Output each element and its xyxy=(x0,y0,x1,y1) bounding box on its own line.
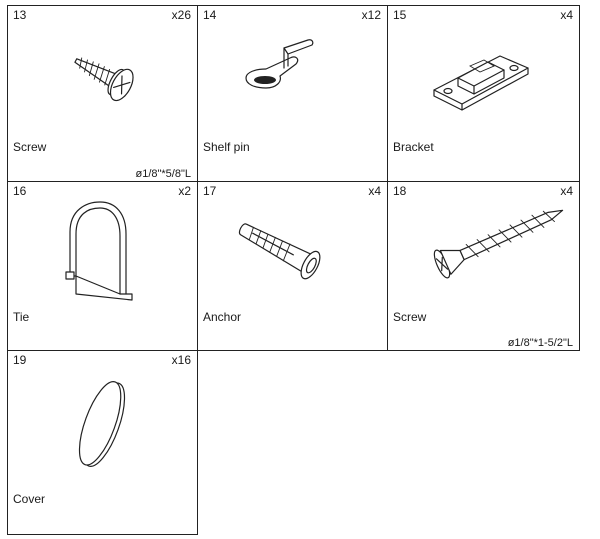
part-cell-14: 14 x12 Shelf pin xyxy=(197,5,388,182)
part-quantity: x4 xyxy=(368,184,381,198)
small-screw-icon xyxy=(74,57,134,102)
part-size: ø1/8"*5/8"L xyxy=(135,168,191,180)
cable-tie-icon xyxy=(65,201,133,301)
part-quantity: x4 xyxy=(560,8,573,22)
part-cell-13: 13 x26 Screw ø1/8"*5/8"L xyxy=(7,5,198,182)
part-quantity: x12 xyxy=(361,8,381,22)
part-quantity: x16 xyxy=(171,353,191,367)
part-number: 13 xyxy=(13,8,27,22)
part-number: 14 xyxy=(203,8,217,22)
part-name: Anchor xyxy=(203,310,242,324)
part-name: Cover xyxy=(13,492,46,506)
part-number: 17 xyxy=(203,184,217,198)
part-number: 18 xyxy=(393,184,407,198)
part-cell-19: 19 x16 Cover xyxy=(7,350,198,535)
part-name: Screw xyxy=(393,310,427,324)
part-name: Shelf pin xyxy=(203,140,250,154)
part-number: 15 xyxy=(393,8,407,22)
long-screw-icon xyxy=(433,209,564,279)
part-cell-18: 18 x4 Screw ø1/8"*1-5/2"L xyxy=(387,181,580,351)
part-size: ø1/8"*1-5/2"L xyxy=(507,337,573,349)
part-cell-16: 16 x2 Tie xyxy=(7,181,198,351)
part-name: Bracket xyxy=(393,140,434,154)
bracket-icon xyxy=(433,55,529,111)
part-cell-17: 17 x4 Anchor xyxy=(197,181,388,351)
part-name: Screw xyxy=(13,140,47,154)
part-number: 19 xyxy=(13,353,27,367)
part-quantity: x2 xyxy=(178,184,191,198)
cover-cap-icon xyxy=(78,381,126,467)
part-quantity: x4 xyxy=(560,184,573,198)
part-number: 16 xyxy=(13,184,27,198)
shelf-pin-icon xyxy=(245,39,314,89)
part-name: Tie xyxy=(13,310,30,324)
part-quantity: x26 xyxy=(171,8,191,22)
part-cell-15: 15 x4 Bracket xyxy=(387,5,580,182)
wall-anchor-icon xyxy=(238,223,321,280)
